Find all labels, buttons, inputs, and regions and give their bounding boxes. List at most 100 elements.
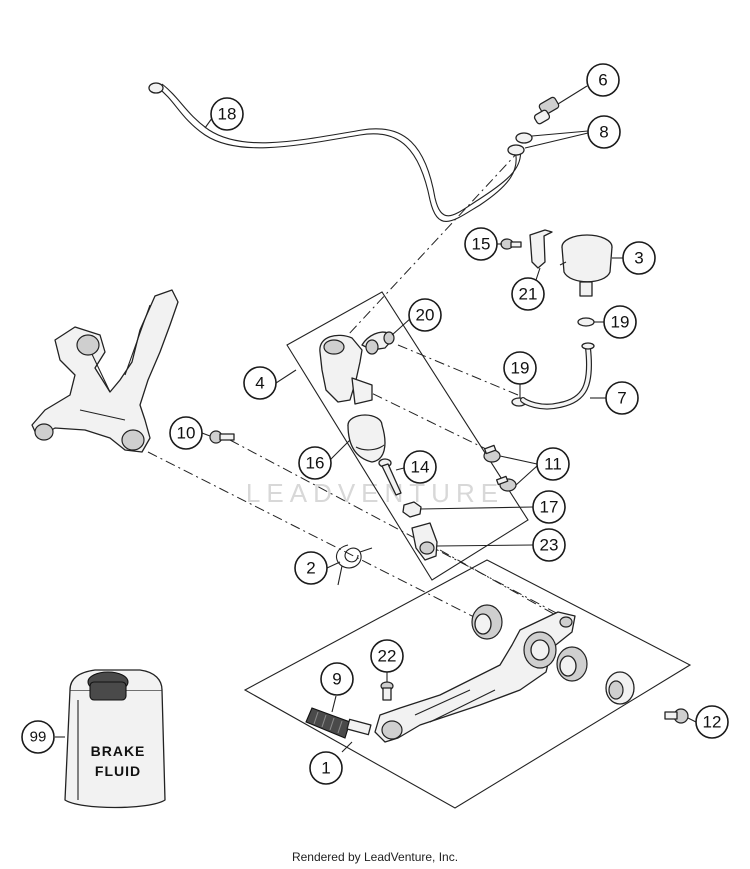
reservoir-part-3	[559, 234, 613, 297]
callout-23: 23	[532, 528, 566, 562]
callout-99: 99	[21, 720, 55, 754]
callout-11: 11	[536, 447, 570, 481]
brake-pedal-part-1	[374, 611, 576, 743]
leader-1	[341, 741, 353, 753]
callout-15: 15	[464, 227, 498, 261]
leader-16	[329, 439, 351, 461]
watermark-text: LEADVENTURE	[246, 478, 504, 508]
pivot-bushing-right	[556, 646, 588, 682]
reservoir-hose-part-7	[520, 342, 595, 410]
spring-part-2	[335, 544, 373, 586]
assembly-line-pivot	[147, 451, 481, 621]
svg-text:14: 14	[411, 458, 430, 477]
screw-part-21	[380, 681, 394, 701]
callout-14: 14	[403, 450, 437, 484]
callout-12: 12	[695, 705, 729, 739]
brake-fluid-can-part-99: BRAKE FLUID	[64, 669, 166, 809]
leader-6	[557, 85, 588, 105]
svg-text:19: 19	[611, 313, 630, 332]
brake-pedal-frame	[243, 559, 692, 809]
foot-peg-part-9	[305, 707, 372, 739]
leader-14	[395, 467, 405, 471]
svg-text:2: 2	[306, 559, 315, 578]
assembly-line-bolt-11	[354, 384, 489, 451]
svg-text:19: 19	[511, 359, 530, 378]
svg-text:16: 16	[306, 454, 325, 473]
pushrod-part-14	[378, 458, 402, 496]
footer-credit: Rendered by LeadVenture, Inc.	[291, 850, 459, 864]
svg-text:99: 99	[30, 729, 47, 746]
svg-text:20: 20	[416, 306, 435, 325]
callout-4: 4	[243, 366, 277, 400]
leader-9	[331, 695, 337, 713]
brake-line-part-18	[148, 82, 522, 222]
callout-1: 1	[309, 751, 343, 785]
callout-20: 20	[408, 298, 442, 332]
svg-text:10: 10	[177, 424, 196, 443]
bolt-part-11-upper	[483, 444, 501, 463]
elbow-fitting-part-20	[365, 339, 379, 355]
svg-text:15: 15	[472, 235, 491, 254]
svg-text:7: 7	[617, 389, 626, 408]
svg-text:9: 9	[332, 670, 341, 689]
callout-19-upper: 19	[603, 305, 637, 339]
callout-19-lower: 19	[503, 351, 537, 385]
callout-16: 16	[298, 446, 332, 480]
nut-part-17	[402, 501, 422, 518]
svg-text:17: 17	[540, 498, 559, 517]
callout-17: 17	[532, 490, 566, 524]
leader-20	[391, 317, 412, 336]
spacer-bushing	[605, 671, 635, 705]
hose-fitting-part-6	[533, 96, 560, 125]
leader-10	[201, 432, 211, 437]
master-cylinder-frame	[286, 291, 529, 581]
leader-11	[499, 455, 538, 486]
svg-text:1: 1	[321, 759, 330, 778]
svg-text:3: 3	[634, 249, 643, 268]
assembly-line-pushrod	[439, 549, 569, 623]
svg-text:23: 23	[540, 536, 559, 555]
bolt-part-10	[209, 430, 235, 444]
callout-21: 22	[370, 639, 404, 673]
pivot-bushing-left	[471, 604, 503, 640]
bracket-part-22	[529, 229, 553, 269]
leader-8	[524, 130, 589, 149]
svg-text:8: 8	[599, 123, 608, 142]
callout-9: 9	[320, 662, 354, 696]
leader-12	[687, 717, 697, 723]
svg-text:11: 11	[544, 455, 562, 474]
callout-3: 3	[622, 241, 656, 275]
callout-2: 2	[294, 551, 328, 585]
assembly-line-hose	[347, 149, 521, 336]
leader-4	[275, 369, 297, 384]
leader-23	[436, 544, 534, 547]
washers-part-8	[507, 132, 533, 156]
screw-part-15	[500, 238, 522, 250]
svg-text:6: 6	[598, 71, 607, 90]
callout-22: 21	[511, 277, 545, 311]
clip-part-19-upper	[577, 317, 595, 327]
clevis-part-23	[411, 522, 438, 561]
can-label-brake: BRAKE	[91, 743, 146, 759]
svg-text:18: 18	[218, 105, 237, 124]
svg-text:12: 12	[703, 713, 722, 732]
callout-7: 7	[605, 381, 639, 415]
footrest-bracket	[31, 289, 179, 453]
leader-17	[420, 506, 534, 510]
callout-6: 6	[586, 63, 620, 97]
svg-text:21: 21	[519, 285, 538, 304]
can-label-fluid: FLUID	[95, 763, 141, 779]
svg-text:4: 4	[255, 374, 264, 393]
boot-part-16	[347, 414, 386, 463]
callout-8: 8	[587, 115, 621, 149]
callout-18: 18	[210, 97, 244, 131]
bolt-part-12	[664, 708, 689, 724]
bolt-part-11-lower	[495, 475, 517, 492]
svg-text:22: 22	[378, 647, 397, 666]
assembly-line-bolt-10	[229, 439, 561, 616]
callout-10: 10	[169, 416, 203, 450]
master-cylinder-part-4	[319, 331, 395, 405]
assembly-line-clip-19	[397, 344, 519, 396]
leader-2	[326, 561, 341, 569]
